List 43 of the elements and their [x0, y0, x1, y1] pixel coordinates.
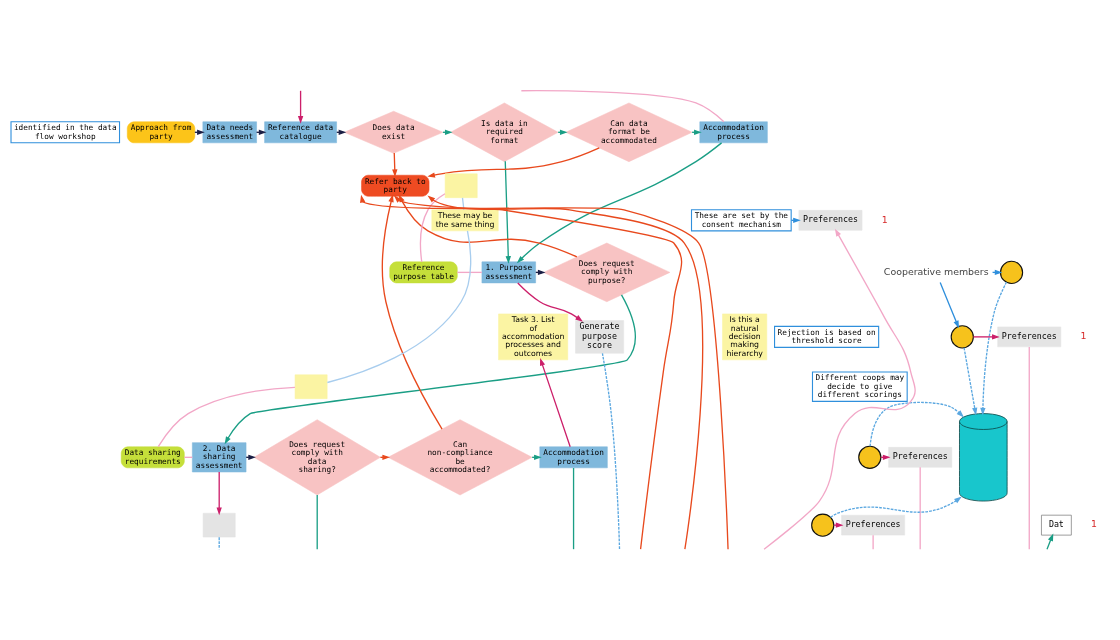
connector [520, 90, 725, 123]
connector [919, 466, 921, 550]
arrow [963, 347, 978, 416]
connector [419, 193, 446, 263]
node-box [294, 374, 328, 399]
connector [572, 467, 575, 550]
node-box: Preferences [841, 514, 905, 536]
arrow [980, 281, 1008, 416]
node-circle [999, 260, 1024, 284]
node-box: Preferences [997, 326, 1062, 348]
arrow [516, 142, 723, 264]
connector [326, 230, 472, 384]
connector [1028, 346, 1030, 550]
arrow [763, 228, 916, 550]
node-box [444, 173, 478, 198]
connector [218, 536, 220, 550]
connector [601, 352, 621, 550]
node-box [202, 512, 236, 538]
connector [456, 271, 483, 274]
node-box: Dat [1041, 514, 1072, 536]
label: 1 [1091, 518, 1098, 530]
arrow [504, 160, 511, 264]
node-box: Generate purpose score [575, 320, 624, 354]
connector [872, 534, 874, 550]
arrow [939, 281, 959, 329]
node-text: Cooperative members [883, 265, 989, 277]
arrow [540, 357, 571, 448]
arrow [224, 294, 636, 445]
arrow [216, 471, 222, 516]
node-box: Preferences [888, 447, 952, 468]
arrow [297, 90, 304, 124]
arrow [869, 401, 964, 447]
node-box: Preferences [798, 210, 863, 231]
label: 1 [1080, 330, 1087, 342]
label: 1 [881, 213, 888, 225]
arrow [972, 334, 1000, 340]
arrow [427, 147, 600, 178]
arrow [829, 496, 962, 518]
node-circle [950, 325, 974, 349]
arrow [517, 282, 583, 322]
connector [157, 386, 296, 448]
connector [316, 494, 318, 550]
arrow [833, 522, 844, 528]
